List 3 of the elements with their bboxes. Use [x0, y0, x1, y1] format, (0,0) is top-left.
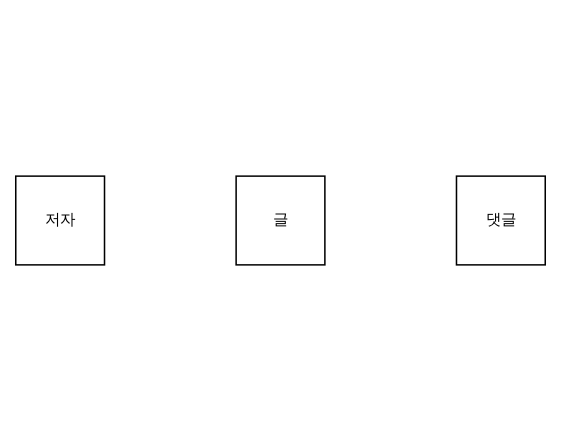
node-box: 댓글	[456, 175, 546, 266]
node-box: 저자	[15, 175, 106, 266]
node-box: 글	[235, 175, 326, 266]
